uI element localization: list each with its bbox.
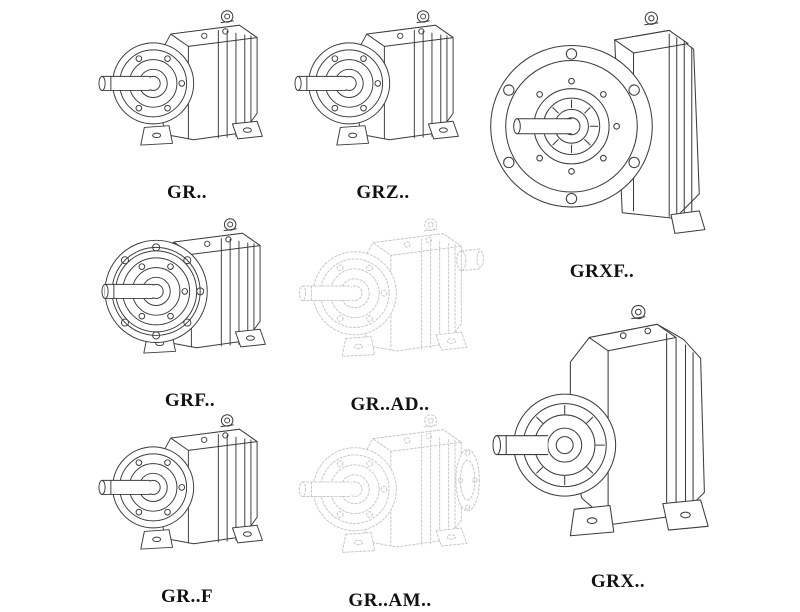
product-grad: GR..AD..: [290, 212, 490, 416]
product-gram: GR..AM..: [290, 408, 490, 612]
motor-flange-gearbox-drawing: [298, 414, 480, 553]
product-gr: GR..: [92, 4, 282, 204]
foot-mounted-gearbox-drawing: [97, 414, 263, 550]
product-label-grad: GR..AD..: [350, 394, 430, 415]
foot-mounted-gearbox-drawing: [97, 10, 263, 146]
product-label-grf: GRF..: [164, 390, 216, 411]
product-grff: GR..F: [92, 408, 282, 608]
product-label-grxf: GRXF..: [569, 261, 635, 282]
front-flange-gearbox-drawing: [489, 11, 705, 234]
flange-gearbox-drawing: [100, 218, 266, 354]
input-adapter-gearbox-drawing: [298, 218, 484, 357]
product-grz: GRZ..: [288, 4, 478, 204]
product-label-grx: GRX..: [590, 571, 646, 592]
product-label-gram: GR..AM..: [348, 590, 432, 611]
product-label-gr: GR..: [167, 182, 207, 203]
product-grx: GRX..: [488, 296, 748, 593]
product-grxf: GRXF..: [482, 6, 722, 283]
product-label-grff: GR..F: [160, 586, 214, 607]
product-label-grz: GRZ..: [356, 182, 410, 203]
large-foot-gearbox-drawing: [491, 304, 709, 537]
foot-mounted-gearbox-drawing: [293, 10, 459, 146]
product-grf: GRF..: [95, 212, 285, 412]
